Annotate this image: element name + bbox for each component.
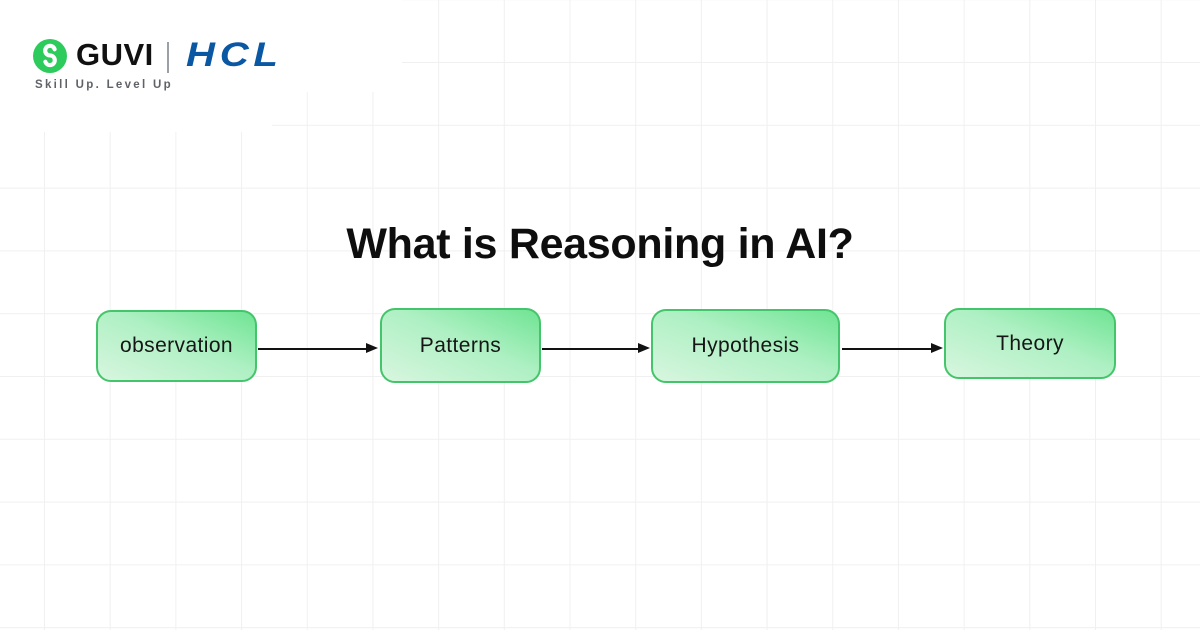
brand-tagline: Skill Up. Level Up xyxy=(35,79,173,91)
page-title: What is Reasoning in AI? xyxy=(346,219,854,268)
flow-arrow xyxy=(842,343,943,353)
flow-node-label: Patterns xyxy=(419,333,502,357)
flow-node-label: Theory xyxy=(996,331,1064,355)
guvi-g-icon xyxy=(33,39,67,73)
flow-node-label: Hypothesis xyxy=(691,334,800,357)
flow-arrow xyxy=(542,343,650,353)
flow-node-theory: Theory xyxy=(944,308,1116,379)
brand-divider xyxy=(167,42,169,73)
flow-node-hypothesis: Hypothesis xyxy=(651,309,840,383)
flow-node-observation: observation xyxy=(96,310,257,382)
brand-header: GUVI HCL Skill Up. Level Up xyxy=(0,0,420,110)
flow-node-patterns: Patterns xyxy=(380,308,541,383)
hcl-logo-text: HCL xyxy=(186,36,283,74)
flow-node-label: observation xyxy=(120,334,233,357)
guvi-logo-text: GUVI xyxy=(76,37,154,72)
flow-arrow xyxy=(258,343,378,353)
